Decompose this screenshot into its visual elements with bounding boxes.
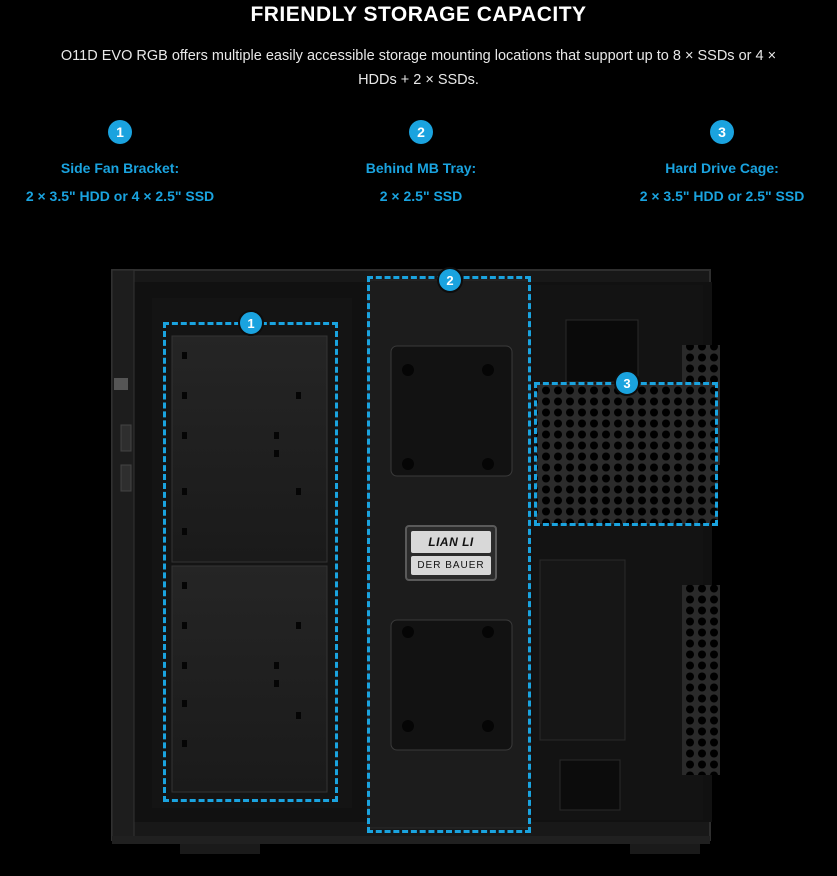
- pc-case-image: [111, 269, 720, 854]
- highlight-behind-mb-tray: [367, 276, 531, 833]
- marker-1: 1: [238, 310, 264, 336]
- feature-side-fan-bracket: 1 Side Fan Bracket: 2 × 3.5" HDD or 4 × …: [0, 120, 250, 204]
- number-badge: 2: [409, 120, 433, 144]
- marker-3: 3: [614, 370, 640, 396]
- brand-plate: LIAN LI DER BAUER: [405, 525, 497, 581]
- feature-title: Side Fan Bracket:: [60, 160, 180, 176]
- feature-hard-drive-cage: 3 Hard Drive Cage: 2 × 3.5" HDD or 2.5" …: [592, 120, 837, 204]
- feature-desc: 2 × 3.5" HDD or 2.5" SSD: [639, 188, 805, 204]
- page-subtitle: O11D EVO RGB offers multiple easily acce…: [60, 48, 777, 88]
- feature-desc: 2 × 3.5" HDD or 4 × 2.5" SSD: [25, 188, 215, 204]
- page-title: FRIENDLY STORAGE CAPACITY: [250, 3, 587, 26]
- brand-logo-der-bauer: DER BAUER: [411, 556, 491, 575]
- feature-title: Hard Drive Cage:: [665, 160, 779, 176]
- brand-logo-lian-li: LIAN LI: [411, 531, 491, 553]
- number-badge: 1: [108, 120, 132, 144]
- feature-desc: 2 × 2.5" SSD: [379, 188, 463, 204]
- highlight-side-fan-bracket: [163, 322, 338, 802]
- marker-2: 2: [437, 267, 463, 293]
- feature-title: Behind MB Tray:: [365, 160, 477, 176]
- highlight-hard-drive-cage: [534, 382, 718, 526]
- number-badge: 3: [710, 120, 734, 144]
- feature-behind-mb-tray: 2 Behind MB Tray: 2 × 2.5" SSD: [291, 120, 551, 204]
